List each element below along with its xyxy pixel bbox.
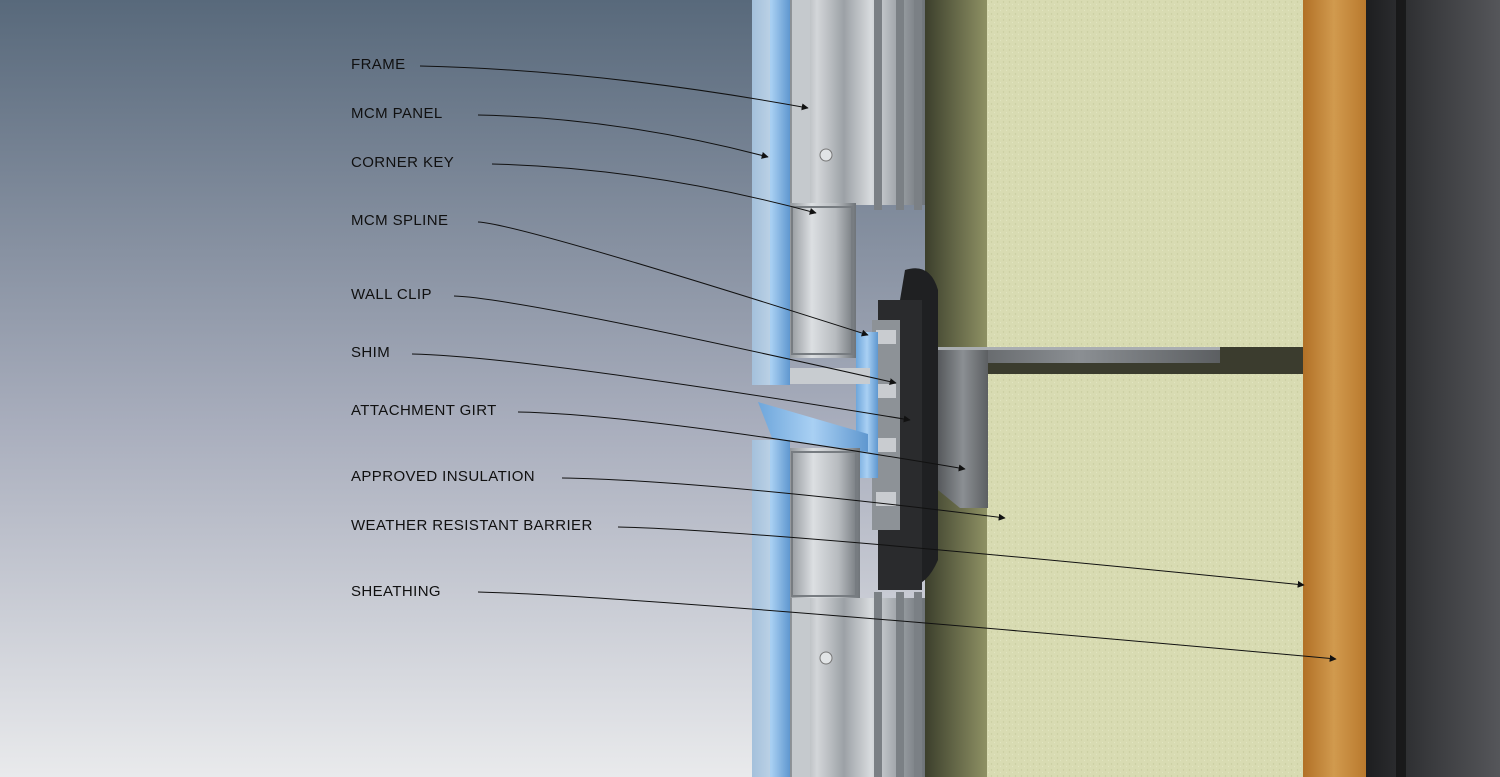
leader-frame <box>419 65 809 111</box>
leader-wall-clip <box>453 295 897 386</box>
leader-mcm-spline <box>477 221 869 337</box>
label-shim: SHIM <box>351 344 391 361</box>
leader-approved-insulation <box>561 477 1006 521</box>
leader-lines <box>411 65 1337 662</box>
corner-key-upper <box>788 203 856 358</box>
label-corner-key: CORNER KEY <box>351 154 455 171</box>
corner-key-lower <box>788 448 860 600</box>
mcm-panel-return-lower <box>758 402 868 452</box>
label-frame: FRAME <box>351 56 406 73</box>
attachment-girt-flange <box>938 347 1220 363</box>
leader-shim <box>411 353 911 423</box>
attachment-girt-leg <box>938 350 988 508</box>
mcm-panel-return-upper <box>768 368 870 384</box>
stud <box>1364 0 1500 777</box>
insulation-upper <box>985 0 1303 347</box>
label-attachment-girt: ATTACHMENT GIRT <box>351 402 497 419</box>
leader-attachment-girt <box>517 411 966 472</box>
label-sheathing: SHEATHING <box>351 583 441 600</box>
leader-sheathing <box>477 591 1337 662</box>
label-mcm-spline: MCM SPLINE <box>351 212 449 229</box>
leader-corner-key <box>491 163 817 215</box>
leader-mcm-panel <box>477 114 769 159</box>
insulation-lower <box>985 374 1303 777</box>
leader-weather-resistant-barrier <box>617 526 1305 588</box>
frame-upper <box>790 0 925 205</box>
label-wall-clip: WALL CLIP <box>351 286 432 303</box>
label-weather-resistant-barrier: WEATHER RESISTANT BARRIER <box>351 517 593 534</box>
label-approved-insulation: APPROVED INSULATION <box>351 468 536 485</box>
sheathing-board <box>1302 0 1366 777</box>
frame-lower <box>790 598 925 777</box>
label-mcm-panel: MCM PANEL <box>351 105 443 122</box>
